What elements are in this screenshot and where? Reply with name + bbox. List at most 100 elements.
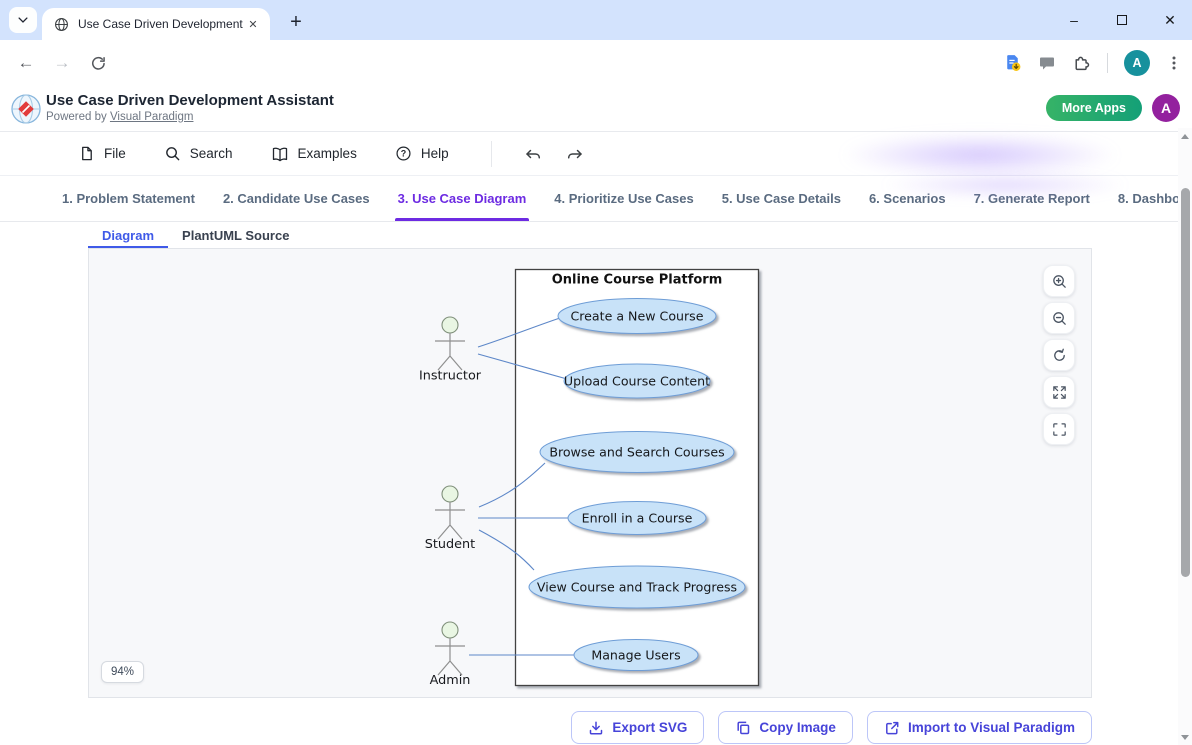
use-case-label: Create a New Course <box>570 309 703 324</box>
tab-title: Use Case Driven Development A <box>78 17 244 31</box>
use-case-label: View Course and Track Progress <box>537 580 737 595</box>
fit-to-screen-button[interactable] <box>1043 376 1075 408</box>
menu-help[interactable]: ? Help <box>395 145 449 162</box>
globe-icon <box>55 17 68 31</box>
step-tab-2[interactable]: 2. Candidate Use Cases <box>222 191 370 206</box>
use-case-ellipse <box>539 431 735 473</box>
step-tab-5[interactable]: 5. Use Case Details <box>721 191 841 206</box>
zoom-out-button[interactable] <box>1043 302 1075 334</box>
tab-plantuml-source[interactable]: PlantUML Source <box>182 227 290 243</box>
file-icon <box>82 146 92 161</box>
reset-icon <box>1053 348 1065 361</box>
actor-label: Admin <box>430 673 471 688</box>
content-card: Diagram PlantUML Source Online Course Pl… <box>88 222 1092 698</box>
redo-icon <box>567 149 582 159</box>
new-tab-button[interactable]: + <box>290 10 302 33</box>
tab-search-button[interactable] <box>9 7 37 33</box>
use-case-ellipse <box>563 363 711 399</box>
visual-paradigm-link[interactable]: Visual Paradigm <box>109 111 194 123</box>
step-tab-1[interactable]: 1. Problem Statement <box>62 191 195 206</box>
browser-toolbar: ← → ai-toolbox.visual-paradigm.com/app/u… <box>0 40 1192 120</box>
search-icon <box>165 147 180 161</box>
use-case-label: Browse and Search Courses <box>549 445 724 460</box>
zoom-level-badge: 94% <box>101 661 145 683</box>
undo-button[interactable] <box>518 139 548 169</box>
diagram-canvas[interactable]: Online Course Platform Instruct <box>88 248 1092 698</box>
menu-examples[interactable]: Examples <box>271 145 357 163</box>
tab-close-icon[interactable]: ✕ <box>248 18 258 31</box>
app-header: Use Case Driven Development Assistant Po… <box>0 85 1192 132</box>
browser-tab[interactable]: Use Case Driven Development A ✕ <box>42 8 270 40</box>
scrollbar-down-arrow[interactable] <box>1181 735 1189 740</box>
forward-button: → <box>53 53 71 72</box>
copy-image-button[interactable]: Copy Image <box>718 711 853 744</box>
powered-by: Powered by Visual Paradigm <box>46 111 194 123</box>
export-svg-button[interactable]: Export SVG <box>571 711 705 744</box>
menu-file[interactable]: File <box>78 145 126 162</box>
comment-bubble-icon[interactable] <box>1038 54 1056 72</box>
step-tabs: 1. Problem Statement 2. Candidate Use Ca… <box>0 176 1192 222</box>
chevron-down-icon <box>18 17 28 23</box>
use-case-ellipse <box>567 501 707 535</box>
browser-profile-avatar[interactable]: A <box>1124 49 1150 76</box>
association-line <box>477 317 561 348</box>
canvas-tools <box>1043 265 1075 445</box>
app-title: Use Case Driven Development Assistant <box>46 92 334 109</box>
use-case-label: Enroll in a Course <box>582 511 693 526</box>
use-case-label: Manage Users <box>591 648 680 663</box>
scrollbar-up-arrow[interactable] <box>1181 134 1189 139</box>
association-line <box>478 529 535 571</box>
menu-search[interactable]: Search <box>164 145 233 162</box>
system-boundary <box>514 268 760 687</box>
window-minimize-button[interactable]: – <box>1070 12 1078 28</box>
browser-menu-icon[interactable] <box>1166 55 1182 71</box>
tab-diagram[interactable]: Diagram <box>88 222 169 248</box>
scrollbar-thumb[interactable] <box>1180 188 1190 577</box>
step-tab-4[interactable]: 4. Prioritize Use Cases <box>554 191 694 206</box>
use-case-ellipse <box>528 565 746 609</box>
association-line <box>477 353 568 380</box>
menu-bar: File Search Examples ? Help <box>0 132 1192 176</box>
download-icon <box>590 720 603 735</box>
help-icon: ? <box>396 146 411 161</box>
reading-list-icon[interactable] <box>1003 53 1022 72</box>
copy-icon <box>737 721 750 734</box>
browser-tabstrip: Use Case Driven Development A ✕ + – ✕ <box>0 0 1192 40</box>
use-case-label: Upload Course Content <box>564 374 710 389</box>
back-button[interactable]: ← <box>17 53 35 72</box>
diagram-subtabs: Diagram PlantUML Source <box>88 222 303 248</box>
external-link-icon <box>886 721 899 734</box>
actor-label: Student <box>425 537 475 552</box>
step-tab-8[interactable]: 8. Dashboard <box>1117 191 1192 206</box>
step-tab-6[interactable]: 6. Scenarios <box>868 191 946 206</box>
undo-icon <box>525 149 540 159</box>
svg-text:?: ? <box>401 149 406 159</box>
actor-student: Student <box>425 485 475 552</box>
actor-label: Instructor <box>419 369 482 384</box>
extensions-puzzle-icon[interactable] <box>1072 53 1091 72</box>
step-tab-7[interactable]: 7. Generate Report <box>973 191 1090 206</box>
maximize-icon <box>1117 15 1127 25</box>
use-case-ellipse <box>557 298 717 334</box>
window-close-button[interactable]: ✕ <box>1164 11 1176 28</box>
step-tab-3[interactable]: 3. Use Case Diagram <box>394 176 529 221</box>
reload-button[interactable] <box>84 49 112 77</box>
menu-separator <box>490 140 492 167</box>
use-case-diagram: Online Course Platform Instruct <box>419 268 760 688</box>
actor-instructor: Instructor <box>419 316 482 384</box>
redo-button[interactable] <box>560 139 590 169</box>
expand-arrows-icon <box>1052 385 1066 399</box>
more-apps-button[interactable]: More Apps <box>1045 95 1142 121</box>
page-scrollbar[interactable] <box>1178 128 1192 745</box>
actor-admin: Admin <box>430 621 471 688</box>
toolbar-separator <box>1107 52 1108 73</box>
reset-view-button[interactable] <box>1043 339 1075 371</box>
reload-icon <box>91 56 105 70</box>
import-to-visual-paradigm-button[interactable]: Import to Visual Paradigm <box>866 711 1092 744</box>
window-maximize-button[interactable] <box>1114 12 1130 28</box>
use-case-ellipse <box>573 639 699 671</box>
app-profile-avatar[interactable]: A <box>1152 94 1180 122</box>
fullscreen-button[interactable] <box>1043 413 1075 445</box>
zoom-in-button[interactable] <box>1043 265 1075 297</box>
